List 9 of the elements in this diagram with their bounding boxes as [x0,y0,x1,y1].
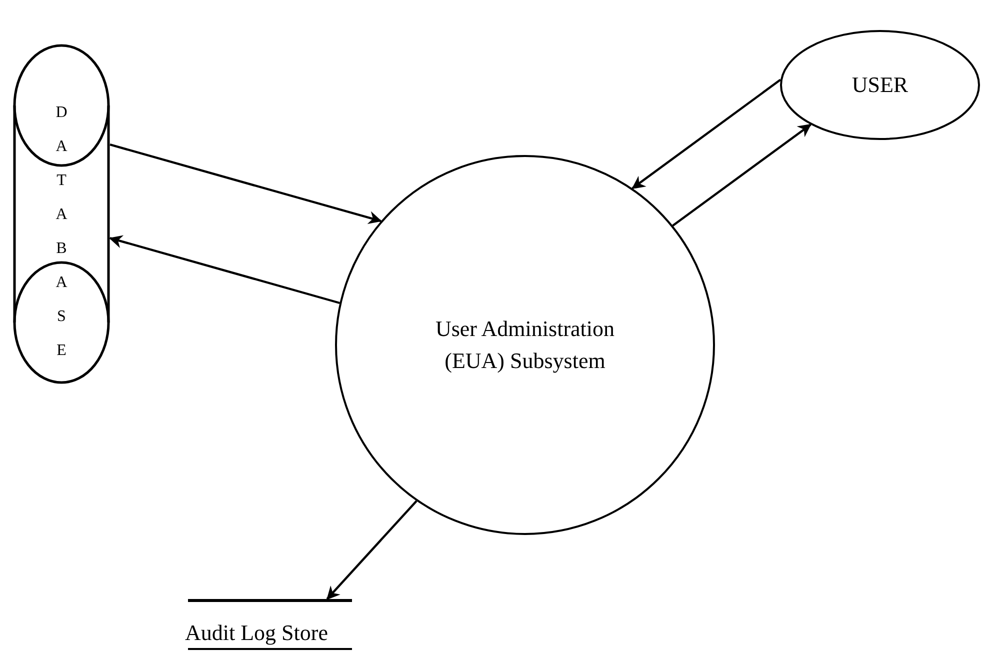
arrow [110,144,382,224]
database-label: DATABASE [54,103,68,361]
arrow [326,500,418,600]
node-label: User Administration (EUA) Subsystem [434,315,616,375]
arrow [108,235,340,304]
arrow [672,124,812,226]
node-label: USER [852,71,908,99]
arrow [632,78,782,190]
data-store-label: Audit Log Store [185,619,328,647]
